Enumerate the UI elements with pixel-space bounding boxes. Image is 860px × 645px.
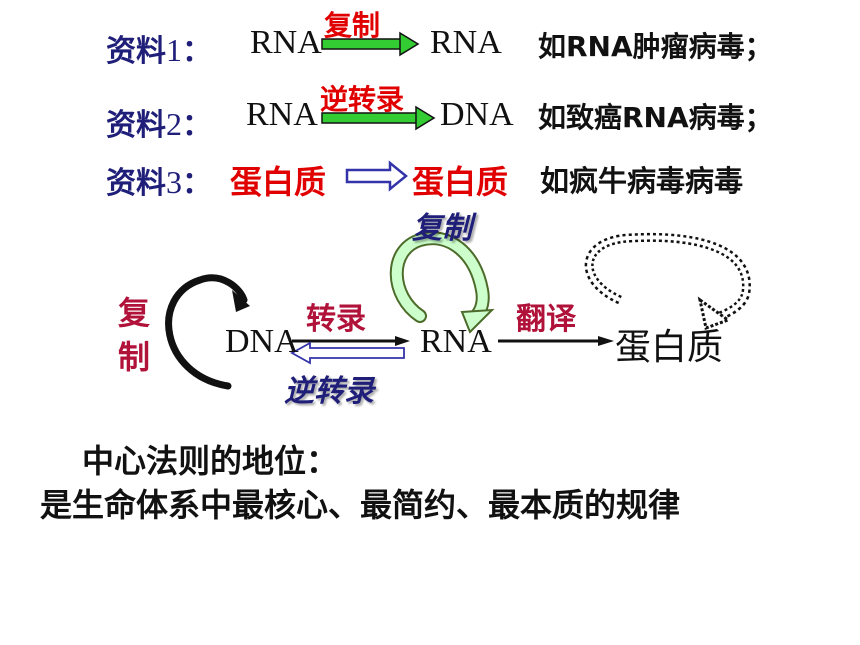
row3-target: 蛋白质 xyxy=(412,163,509,201)
row2-source: RNA xyxy=(246,96,318,133)
protein-node: 蛋白质 xyxy=(615,327,724,368)
row3-label-text: 资料 xyxy=(106,166,166,201)
protein-replication-loop xyxy=(584,232,751,330)
row1-example: 如RNA肿瘤病毒； xyxy=(538,30,773,63)
row2-target: DNA xyxy=(440,96,514,133)
row3-number: 3 xyxy=(166,164,182,200)
row3-colon: ： xyxy=(182,166,212,201)
rna-node: RNA xyxy=(420,323,492,360)
row2-colon: ： xyxy=(182,108,212,143)
row1-source: RNA xyxy=(250,24,322,61)
dna-replication-loop xyxy=(165,274,250,390)
row3-source: 蛋白质 xyxy=(230,163,327,201)
row1-label-text: 资料 xyxy=(106,34,166,69)
transcription-label: 转录 xyxy=(306,302,366,337)
row2-label: 资料2： xyxy=(106,100,212,144)
reverse-transcription-label: 逆转录 xyxy=(284,374,374,409)
dna-replication-label-bottom: 制 xyxy=(118,338,151,376)
reverse-transcription-arrow xyxy=(290,341,405,365)
row2-process-label: 逆转录 xyxy=(320,83,405,116)
row2-example: 如致癌RNA病毒； xyxy=(538,101,773,134)
reverse-transcription-arrow-row2 xyxy=(321,105,436,131)
conclusion-heading: 中心法则的地位： xyxy=(82,442,339,480)
row2-label-text: 资料 xyxy=(106,108,166,143)
row1-process-label: 复制 xyxy=(324,9,381,42)
translation-arrow xyxy=(498,336,614,346)
conclusion-statement: 是生命体系中最核心、最简约、最本质的规律 xyxy=(40,486,681,524)
transcription-arrow xyxy=(292,336,410,346)
dna-replication-label-top: 复 xyxy=(118,294,151,332)
row1-colon: ： xyxy=(182,34,212,69)
replication-arrow-row1 xyxy=(321,31,420,57)
row1-label: 资料1： xyxy=(106,26,212,70)
dna-node: DNA xyxy=(225,323,299,360)
rna-replication-loop xyxy=(389,231,495,334)
row1-number: 1 xyxy=(166,32,182,68)
protein-to-protein-arrow xyxy=(345,160,408,192)
row3-example: 如疯牛病毒病毒 xyxy=(540,164,744,198)
rna-replication-label: 复制 xyxy=(412,211,472,246)
row1-target: RNA xyxy=(430,24,502,61)
row2-number: 2 xyxy=(166,106,182,142)
row3-label: 资料3： xyxy=(106,158,212,202)
translation-label: 翻译 xyxy=(516,302,576,337)
